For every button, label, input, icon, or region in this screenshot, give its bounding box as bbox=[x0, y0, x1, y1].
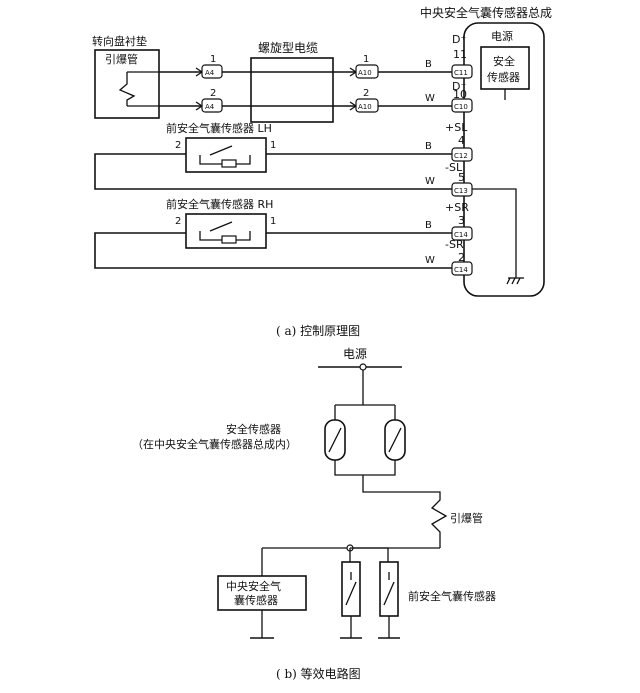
wire-color-w-2: W bbox=[425, 176, 435, 187]
safing-sensor-2-contact bbox=[388, 427, 402, 453]
safing-bottom-rail bbox=[334, 460, 396, 476]
assembly-title: 中央安全气囊传感器总成 bbox=[420, 5, 552, 20]
connector-a4-bottom-id: A4 bbox=[205, 103, 215, 111]
terminal-1-squib: 1 bbox=[210, 54, 216, 65]
wire-minus-sl bbox=[94, 153, 452, 190]
central-sensor-line1: 中央安全气 bbox=[226, 579, 281, 593]
front-sensor-b-2-contact bbox=[383, 581, 395, 606]
safing-sensor-line1: 安全 bbox=[493, 54, 515, 68]
rh-resistor bbox=[221, 235, 237, 244]
steering-pad-label: 转向盘衬垫 bbox=[92, 34, 147, 48]
pin-2: 2 bbox=[458, 251, 465, 264]
lh-terminal-2: 2 bbox=[175, 140, 181, 151]
pin-d-plus: D⁺ bbox=[452, 33, 466, 46]
internal-ground-wire bbox=[472, 188, 517, 278]
rh-terminal-2: 2 bbox=[175, 216, 181, 227]
safing-sensor-note: （在中央安全气囊传感器总成内） bbox=[132, 437, 297, 451]
front-sensors-label: 前安全气囊传感器 bbox=[408, 589, 496, 603]
squib-path-b bbox=[362, 475, 448, 548]
pin-plus-sr: +SR bbox=[445, 201, 469, 214]
front-sensor-2-feed bbox=[350, 547, 389, 562]
connector-a10-bottom-id: A10 bbox=[358, 103, 372, 111]
squib-label-b: 引爆管 bbox=[450, 511, 483, 525]
caption-b: ( b) 等效电路图 bbox=[276, 666, 361, 681]
connector-c14-id: C14 bbox=[454, 231, 468, 239]
connector-c13-id: C13 bbox=[454, 187, 468, 195]
safing-top-drops bbox=[334, 405, 396, 420]
pin-3: 3 bbox=[458, 214, 465, 227]
ground-symbol-tick-1 bbox=[506, 277, 511, 285]
squib-symbol-a bbox=[118, 72, 136, 106]
connector-c12-id: C12 bbox=[454, 152, 468, 160]
connector-c14-b-id: C14 bbox=[454, 266, 468, 274]
spiral-cable-label: 螺旋型电缆 bbox=[258, 41, 318, 55]
spiral-cable-box bbox=[250, 57, 334, 123]
wire-minus-sr bbox=[94, 232, 452, 269]
connector-a4-top-id: A4 bbox=[205, 69, 215, 77]
power-label-a: 电源 bbox=[491, 29, 513, 43]
rh-terminal-1: 1 bbox=[270, 216, 276, 227]
caption-a: ( a) 控制原理图 bbox=[276, 324, 360, 338]
wire-color-b-1: B bbox=[425, 59, 432, 70]
wire-color-b-2: B bbox=[425, 141, 432, 152]
rh-switch-contact bbox=[209, 221, 233, 232]
safing-sensor-label: 安全传感器 bbox=[226, 422, 281, 436]
front-sensor-b-1 bbox=[341, 561, 361, 617]
ground-symbol-tick-2 bbox=[511, 277, 516, 285]
front-sensor-rh-label: 前安全气囊传感器 RH bbox=[166, 197, 273, 211]
wire-color-w-3: W bbox=[425, 255, 435, 266]
squib-label-a: 引爆管 bbox=[105, 52, 138, 66]
lh-switch-contact bbox=[209, 145, 233, 156]
pin-d-minus: D⁻ bbox=[452, 80, 466, 93]
wire-color-b-3: B bbox=[425, 220, 432, 231]
safing-sensor-1-contact bbox=[328, 427, 342, 453]
central-sensor-box-b bbox=[217, 575, 307, 611]
pin-minus-sr: -SR bbox=[445, 238, 464, 251]
front-sensor-lh-label: 前安全气囊传感器 LH bbox=[166, 121, 272, 135]
lh-resistor bbox=[221, 159, 237, 168]
pin-11: 11 bbox=[453, 48, 467, 61]
pin-4: 4 bbox=[458, 134, 465, 147]
power-node bbox=[359, 363, 367, 371]
power-label-b: 电源 bbox=[343, 347, 367, 361]
pin-5: 5 bbox=[458, 171, 465, 184]
connector-c11 bbox=[451, 64, 473, 79]
terminal-2-spiral: 2 bbox=[363, 88, 369, 99]
safing-sensor-line2: 传感器 bbox=[487, 71, 520, 84]
front-sensor-b-2 bbox=[379, 561, 399, 617]
central-sensor-line2: 囊传感器 bbox=[234, 593, 278, 607]
lh-terminal-1: 1 bbox=[270, 140, 276, 151]
pin-minus-sl: -SL bbox=[445, 161, 463, 174]
connector-c10 bbox=[451, 98, 473, 113]
ground-symbol-tick-3 bbox=[516, 277, 521, 285]
connector-a10-top-id: A10 bbox=[358, 69, 372, 77]
pin-plus-sl: +SL bbox=[445, 121, 468, 134]
pin-10: 10 bbox=[453, 88, 467, 101]
terminal-2-squib: 2 bbox=[210, 88, 216, 99]
connector-c11-id: C11 bbox=[454, 69, 468, 77]
terminal-1-spiral: 1 bbox=[363, 54, 369, 65]
connector-c10-id: C10 bbox=[454, 103, 468, 111]
front-sensor-b-1-contact bbox=[345, 581, 357, 606]
wire-color-w-1: W bbox=[425, 93, 435, 104]
